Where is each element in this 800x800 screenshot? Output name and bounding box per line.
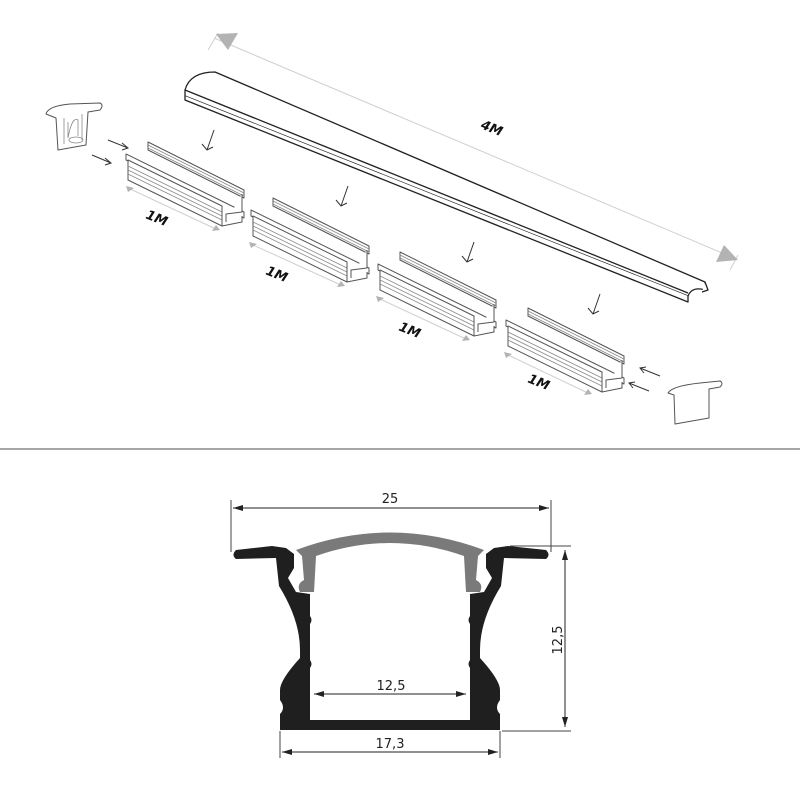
assembly-view: 4M <box>45 32 739 425</box>
arrow-down-icon <box>201 129 215 151</box>
dim-height-label: 12,5 <box>551 626 566 655</box>
dim-inner-width-label: 12,5 <box>377 679 406 694</box>
dim-bottom-width-label: 17,3 <box>376 737 405 752</box>
arrow-left-icon <box>628 381 650 392</box>
channel-segment-3: 1M <box>376 251 497 342</box>
arrowhead-left-icon <box>216 33 238 50</box>
channel-segment-1: 1M <box>125 141 245 231</box>
dimension-height: 12,5 <box>502 545 571 732</box>
segment-length-label: 1M <box>264 264 290 286</box>
insert-arrows <box>201 129 601 315</box>
end-cap-right <box>628 366 723 425</box>
section-divider <box>0 448 800 450</box>
segment-length-label: 1M <box>397 320 423 342</box>
total-length-label: 4M <box>478 117 505 140</box>
channel-segment-4: 1M <box>504 307 625 395</box>
arrow-left-icon <box>639 366 661 377</box>
profile-diffuser <box>296 532 484 592</box>
arrow-right-icon <box>107 139 130 151</box>
dimension-top-width: 25 <box>230 492 552 552</box>
arrow-down-icon <box>587 293 601 315</box>
segment-length-label: 1M <box>526 372 552 394</box>
diffuser-cover <box>184 71 709 303</box>
cross-section-view: 25 12,5 12,5 17,3 <box>230 492 571 758</box>
arrowhead-right-icon <box>716 245 738 262</box>
end-cap-left <box>45 102 130 166</box>
dimension-inner-width: 12,5 <box>314 679 466 697</box>
arrow-down-icon <box>335 185 349 207</box>
dim-top-width-label: 25 <box>382 492 399 507</box>
dimension-bottom-width: 17,3 <box>279 731 501 758</box>
channel-segment-2: 1M <box>249 197 370 287</box>
arrow-down-icon <box>461 241 475 263</box>
profile-body <box>233 546 549 730</box>
arrow-right-icon <box>91 154 113 166</box>
segment-length-label: 1M <box>144 208 170 230</box>
